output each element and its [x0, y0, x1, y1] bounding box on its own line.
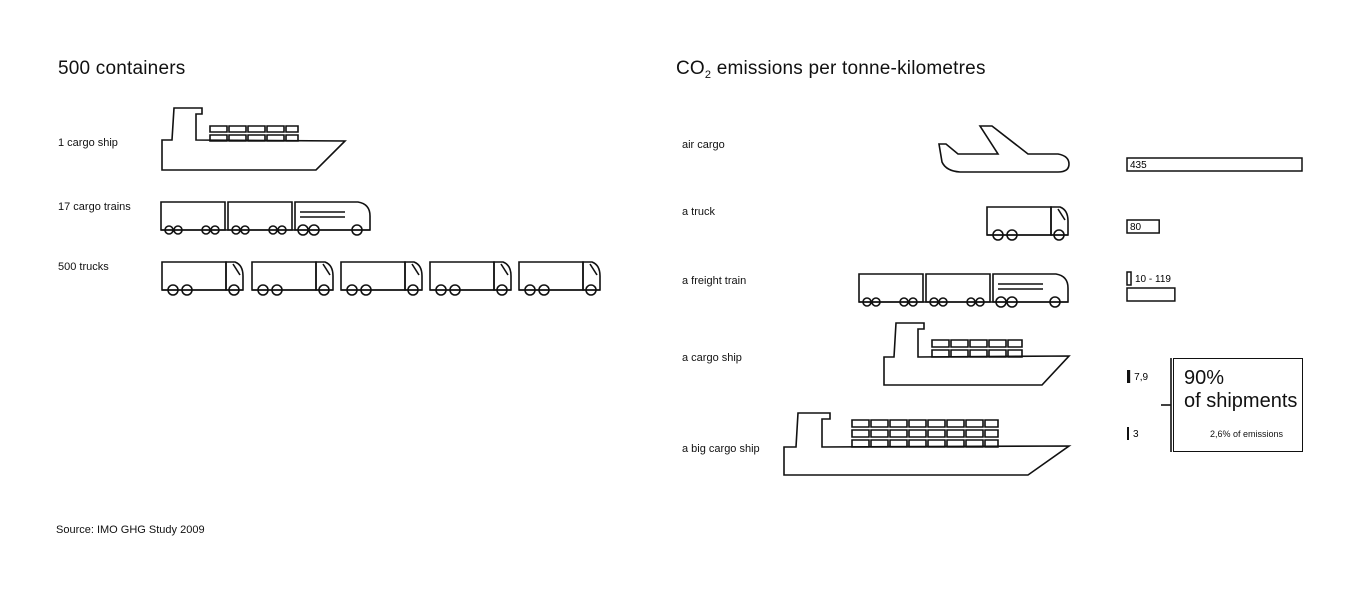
bar-label-3: 7,9 — [1134, 372, 1148, 383]
title-co: CO — [676, 58, 705, 79]
title-subscript: 2 — [704, 69, 712, 81]
cargo-ship-icon — [884, 321, 1070, 386]
bar-label-2: 10 - 119 — [1135, 274, 1171, 285]
cargo-ship-icon — [162, 106, 346, 171]
big-cargo-ship-icon — [784, 411, 1070, 476]
category-label-freight-train: a freight train — [682, 275, 747, 287]
truck-icon — [161, 261, 245, 296]
bar-2-low — [1126, 271, 1132, 286]
bar-label-0: 435 — [1130, 160, 1147, 171]
shipments-bracket — [1160, 358, 1176, 453]
category-label-air-cargo: air cargo — [682, 139, 725, 151]
bar-label-4: 3 — [1133, 429, 1139, 440]
row-label-trucks: 500 trucks — [58, 261, 109, 273]
freight-train-icon — [160, 201, 371, 235]
bar-2-high — [1126, 287, 1176, 302]
emissions-share: 2,6% of emissions — [1210, 429, 1284, 439]
row-label-cargo-ship: 1 cargo ship — [58, 137, 118, 149]
bar-1 — [1126, 219, 1160, 234]
truck-icon — [429, 261, 513, 296]
truck-icon — [340, 261, 424, 296]
bar-4 — [1127, 427, 1129, 440]
title-rest: emissions per tonne-kilometres — [711, 58, 986, 79]
left-title: 500 containers — [58, 58, 186, 79]
category-label-big-cargo-ship: a big cargo ship — [682, 443, 760, 455]
truck-icon — [251, 261, 335, 296]
truck-icon — [986, 206, 1070, 241]
category-label-cargo-ship: a cargo ship — [682, 352, 742, 364]
shipments-box: 90% of shipments 2,6% of emissions — [1173, 358, 1303, 452]
source-note: Source: IMO GHG Study 2009 — [56, 524, 205, 536]
bar-3 — [1127, 370, 1131, 383]
truck-icon — [518, 261, 602, 296]
bar-label-1: 80 — [1130, 222, 1142, 233]
category-label-truck: a truck — [682, 206, 716, 218]
row-label-cargo-trains: 17 cargo trains — [58, 201, 131, 213]
right-title: CO2 emissions per tonne-kilometres — [676, 58, 986, 81]
shipments-percent: 90% — [1184, 367, 1225, 389]
shipments-text: of shipments — [1184, 390, 1298, 412]
freight-train-icon — [858, 273, 1069, 307]
bar-0 — [1126, 157, 1303, 172]
airplane-icon — [938, 124, 1070, 174]
